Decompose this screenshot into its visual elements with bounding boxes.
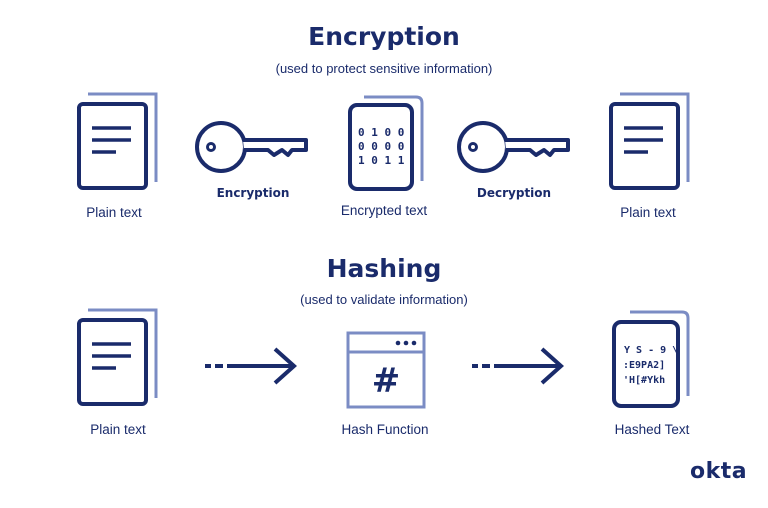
encryption-key-label: Encryption — [216, 186, 290, 200]
hashed-document-icon: Y S - 9 \ :E9PA2] 'H[#Ykh — [612, 310, 690, 408]
document-icon — [609, 92, 690, 190]
okta-logo: okta — [690, 459, 748, 484]
encryption-title: Encryption — [308, 22, 460, 51]
key-icon — [457, 121, 570, 173]
hashing-plain-text-label: Plain text — [90, 422, 146, 437]
document-icon — [77, 308, 158, 406]
hashing-subtitle: (used to validate information) — [300, 292, 468, 307]
hashed-row-2: :E9PA2] — [623, 360, 665, 371]
plain-text-left-label: Plain text — [86, 205, 142, 220]
hash-function-window-icon: # — [346, 331, 426, 409]
hashing-title: Hashing — [326, 254, 442, 283]
document-icon — [77, 92, 158, 190]
arrow-right-icon — [205, 347, 297, 385]
arrow-right-icon — [472, 347, 564, 385]
hashed-text-label: Hashed Text — [614, 422, 690, 437]
encryption-subtitle: (used to protect sensitive information) — [275, 61, 493, 76]
plain-text-right-label: Plain text — [620, 205, 676, 220]
encrypted-text-label: Encrypted text — [340, 203, 428, 218]
key-icon — [195, 121, 308, 173]
binary-row-2: 0 0 0 0 — [358, 140, 404, 153]
hashed-row-3: 'H[#Ykh — [623, 375, 665, 386]
binary-row-3: 1 0 1 1 — [358, 154, 405, 167]
encrypted-document-icon: 0 1 0 0 0 0 0 0 1 0 1 1 — [348, 95, 424, 191]
decryption-key-label: Decryption — [476, 186, 552, 200]
hash-function-label: Hash Function — [341, 422, 429, 437]
binary-row-1: 0 1 0 0 — [358, 126, 404, 139]
hashed-row-1: Y S - 9 \ — [624, 345, 678, 356]
hash-symbol: # — [372, 361, 401, 401]
